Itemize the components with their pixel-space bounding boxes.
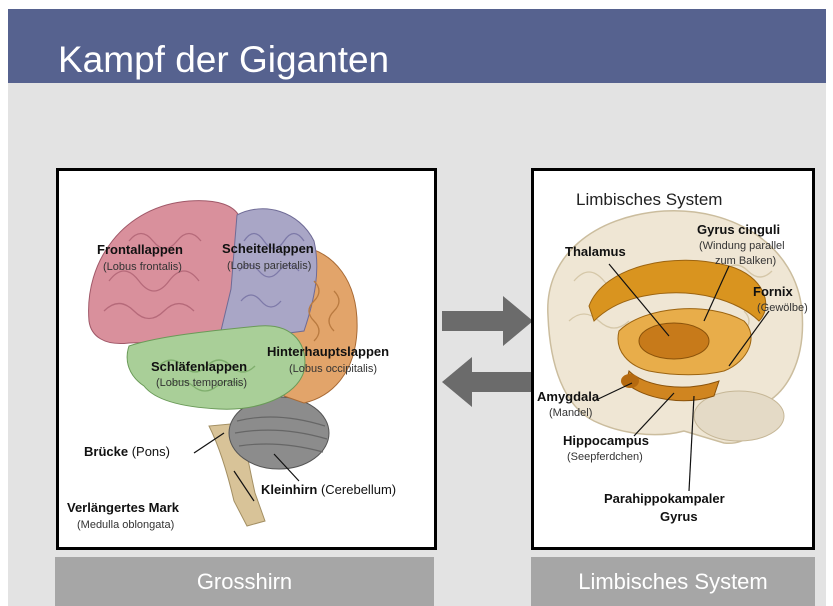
exchange-arrows	[440, 294, 535, 414]
label-gewoelbe: (Gewölbe)	[757, 302, 808, 315]
label-mandel: (Mandel)	[549, 407, 592, 420]
label-lobus-temporalis: (Lobus temporalis)	[156, 377, 247, 390]
label-bruecke: Brücke (Pons)	[84, 444, 170, 459]
arrow-left-icon	[442, 357, 533, 407]
label-hinterhauptslappen: Hinterhauptslappen	[267, 344, 389, 359]
slide: Kampf der Giganten Fr	[8, 9, 826, 606]
label-frontallappen: Frontallappen	[97, 242, 183, 257]
label-parahippokampaler: Parahippokampaler	[604, 491, 725, 506]
label-fornix: Fornix	[753, 284, 793, 299]
label-scheitellappen: Scheitellappen	[222, 241, 314, 256]
label-lobus-frontalis: (Lobus frontalis)	[103, 261, 182, 274]
label-kleinhirn: Kleinhirn (Cerebellum)	[261, 482, 396, 497]
caption-grosshirn: Grosshirn	[55, 557, 434, 606]
label-lobus-occipitalis: (Lobus occipitalis)	[289, 363, 377, 376]
limbic-heading: Limbisches System	[576, 190, 722, 210]
label-schlaefenlappen: Schläfenlappen	[151, 359, 247, 374]
label-zum-balken: zum Balken)	[715, 255, 776, 268]
label-lobus-parietalis: (Lobus parietalis)	[227, 260, 311, 273]
label-amygdala: Amygdala	[537, 389, 599, 404]
amygdala-shape	[621, 374, 639, 388]
thalamus-shape	[639, 323, 709, 359]
label-gyrus: Gyrus	[660, 509, 698, 524]
arrow-right-icon	[442, 296, 533, 346]
slide-title: Kampf der Giganten	[58, 39, 389, 81]
label-gyrus-cinguli: Gyrus cinguli	[697, 222, 780, 237]
limbic-system-diagram: Limbisches System Thalamus Gyrus cinguli…	[531, 168, 815, 550]
title-bar: Kampf der Giganten	[8, 9, 826, 83]
label-seepferdchen: (Seepferdchen)	[567, 451, 643, 464]
label-medulla-oblongata: (Medulla oblongata)	[77, 519, 174, 532]
label-thalamus: Thalamus	[565, 244, 626, 259]
label-windung-parallel: (Windung parallel	[699, 240, 785, 253]
caption-limbisches-system: Limbisches System	[531, 557, 815, 606]
cerebrum-diagram: Frontallappen (Lobus frontalis) Scheitel…	[56, 168, 437, 550]
label-verlaengertes-mark: Verlängertes Mark	[67, 500, 179, 515]
label-hippocampus: Hippocampus	[563, 433, 649, 448]
